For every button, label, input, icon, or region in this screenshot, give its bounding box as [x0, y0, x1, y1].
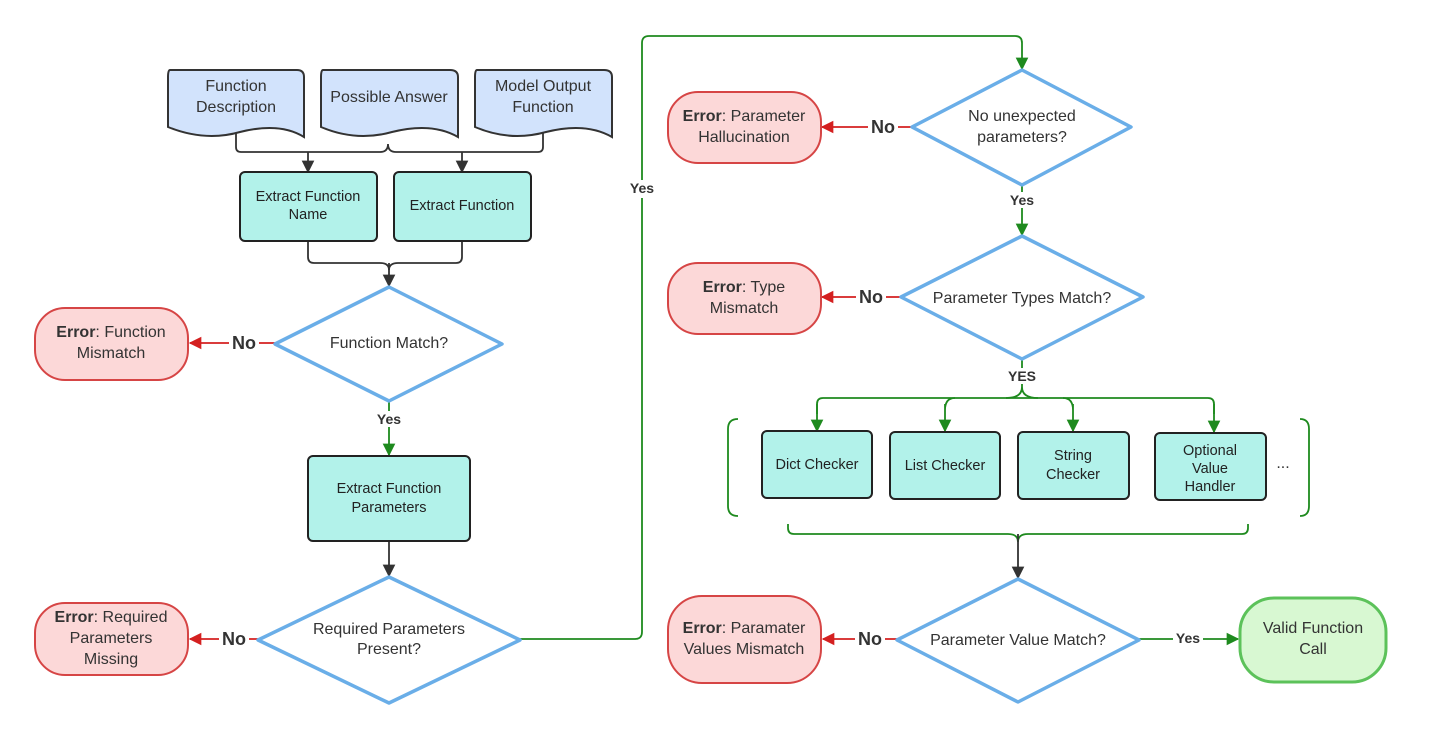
- svg-text:Hallucination: Hallucination: [698, 129, 790, 146]
- checkers-right-paren: [1299, 418, 1310, 517]
- error-label: Error: [683, 108, 722, 125]
- more-checkers-ellipsis: ...: [1276, 455, 1289, 472]
- checker-dict: Dict Checker: [761, 430, 873, 499]
- edge-labels: No Yes No Yes No Yes No YES No Yes: [219, 117, 1203, 649]
- fanout-center: [1005, 386, 1039, 399]
- extract-merge-bracket: [307, 241, 463, 271]
- error-label: Error: [55, 609, 94, 626]
- error-values-mismatch: Error: Paramater Values Mismatch: [667, 595, 822, 684]
- svg-text:Function Match?: Function Match?: [330, 335, 448, 352]
- decision-parameter-types-match: Parameter Types Match?: [899, 234, 1145, 361]
- error-label: Error: [683, 620, 722, 637]
- svg-text:Error: Paramater: Error: Paramater: [683, 620, 806, 637]
- error-label: Error: [56, 324, 95, 341]
- error-label: Error: [703, 279, 742, 296]
- svg-text:Missing: Missing: [84, 651, 138, 668]
- svg-text:Parameter Types Match?: Parameter Types Match?: [933, 290, 1112, 307]
- error-required-parameters-missing: Error: Required Parameters Missing: [34, 602, 189, 676]
- label-yes-types: YES: [1008, 368, 1036, 384]
- svg-text:Parameter Value Match?: Parameter Value Match?: [930, 632, 1106, 649]
- label-yes-function-match: Yes: [377, 411, 401, 427]
- process-extract-function: Extract Function: [393, 171, 532, 242]
- svg-text:Error: Required: Error: Required: [55, 609, 168, 626]
- arrow-required-yes: [520, 35, 1029, 640]
- svg-text:Error: Type: Error: Type: [703, 279, 786, 296]
- svg-text:Error: Parameter: Error: Parameter: [683, 108, 806, 125]
- input-possible-answer: Possible Answer: [320, 69, 459, 139]
- input-possible-answer-label: Possible Answer: [330, 89, 448, 106]
- svg-text:Extract Function: Extract Function: [410, 198, 515, 214]
- input-model-output-line1: Model Output: [495, 78, 592, 95]
- arrow-to-list: [945, 397, 955, 431]
- arrow-to-string: [1063, 397, 1073, 431]
- decision-parameter-value-match: Parameter Value Match?: [895, 577, 1141, 704]
- label-no-function-match: No: [232, 333, 256, 353]
- svg-text:Parameters: Parameters: [70, 630, 153, 647]
- error-function-mismatch: Error: Function Mismatch: [34, 307, 189, 381]
- label-no-unexpected: No: [871, 117, 895, 137]
- svg-text:Values Mismatch: Values Mismatch: [684, 641, 805, 658]
- input-function-description-line1: Function: [205, 78, 266, 95]
- label-yes-required: Yes: [630, 180, 654, 196]
- svg-text:Dict Checker: Dict Checker: [776, 457, 859, 473]
- svg-text:Error: Function: Error: Function: [56, 324, 165, 341]
- label-yes-unexpected: Yes: [1010, 192, 1034, 208]
- label-no-required: No: [222, 629, 246, 649]
- label-yes-value: Yes: [1176, 630, 1200, 646]
- fanout-bar: [816, 397, 1215, 414]
- input-model-output-line2: Function: [512, 99, 573, 116]
- checkers-left-paren: [727, 418, 739, 517]
- error-type-mismatch: Error: Type Mismatch: [667, 262, 822, 335]
- input-merge-bracket-left: [235, 130, 544, 153]
- svg-text:Mismatch: Mismatch: [710, 300, 778, 317]
- error-parameter-hallucination: Error: Parameter Hallucination: [667, 91, 822, 164]
- svg-text:Mismatch: Mismatch: [77, 345, 145, 362]
- svg-text:List Checker: List Checker: [905, 458, 986, 474]
- decision-function-match: Function Match?: [273, 285, 504, 403]
- checker-list: List Checker: [889, 431, 1001, 500]
- label-no-types: No: [859, 287, 883, 307]
- label-no-value: No: [858, 629, 882, 649]
- input-function-description-line2: Description: [196, 99, 276, 116]
